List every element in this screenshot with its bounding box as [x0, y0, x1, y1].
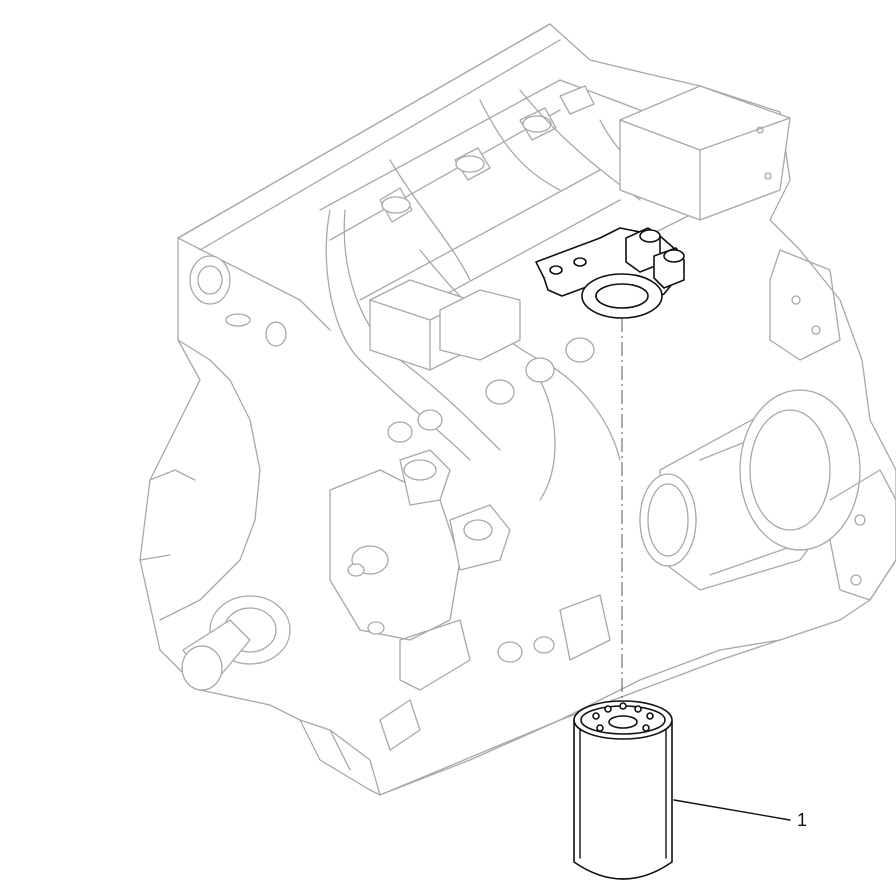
fuel-filter-head[interactable] — [535, 227, 685, 319]
crankshaft-pulley — [181, 595, 291, 691]
flywheel-housing — [769, 249, 896, 601]
block-side-ports — [189, 255, 555, 663]
starter-motor — [639, 389, 861, 591]
fuel-injection-pump — [329, 449, 511, 641]
engine-block — [139, 23, 896, 796]
engine-front-cover — [139, 339, 261, 621]
fuel-injectors — [379, 85, 595, 223]
fuel-rail — [387, 337, 595, 443]
air-intake-box — [619, 85, 791, 221]
callout-label-1: 1 — [797, 810, 808, 830]
lower-rail-bosses — [379, 594, 611, 751]
fuel-filter-cartridge[interactable] — [573, 700, 673, 880]
callout-leader-line — [673, 799, 791, 821]
intake-manifold — [369, 279, 521, 371]
engine-oil-pan — [299, 639, 781, 796]
